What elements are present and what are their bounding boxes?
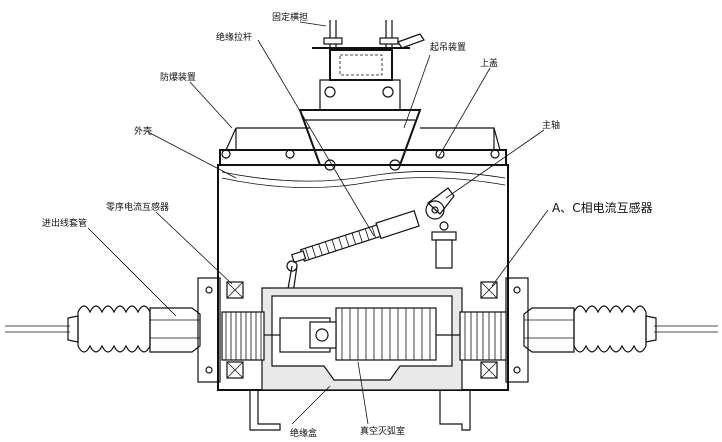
right-bushing (523, 305, 718, 353)
label-explosion-proof: 防爆装置 (160, 71, 196, 83)
top-cover (219, 127, 507, 189)
lifting-device (298, 79, 422, 171)
label-vacuum-interrupter: 真空灭弧室 (360, 425, 405, 437)
operating-mechanism (274, 187, 457, 319)
vacuum-interrupter (221, 307, 507, 361)
label-zero-seq-ct: 零序电流互感器 (106, 201, 169, 213)
label-fixed-crossbar: 固定横担 (272, 11, 308, 23)
leader-lines (87, 21, 549, 425)
label-bushing: 进出线套管 (42, 217, 87, 229)
label-insulating-rod: 绝缘拉杆 (216, 31, 252, 43)
label-ac-phase-ct: A、C相电流互感器 (552, 200, 653, 215)
left-bushing (5, 305, 201, 353)
label-insulating-box: 绝缘盒 (290, 427, 317, 439)
fixed-crossbar (312, 20, 425, 81)
label-top-cover: 上盖 (480, 57, 498, 69)
label-lifting-device: 起吊装置 (430, 41, 466, 53)
label-housing: 外壳 (134, 125, 152, 137)
label-main-shaft: 主轴 (542, 119, 560, 131)
